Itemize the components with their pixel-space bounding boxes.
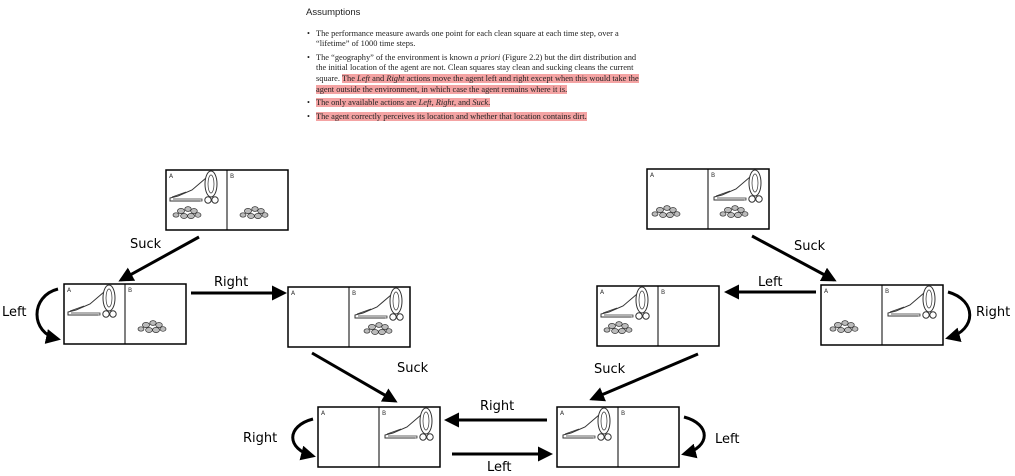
state-box-1-label-b: B — [230, 173, 234, 180]
assumption-actions-text-2: , — [431, 98, 436, 108]
label-left-7-to-6: Left — [758, 275, 782, 290]
label-right-2-to-3: Right — [214, 275, 248, 290]
assumption-actions-text-3: , and — [453, 98, 473, 108]
state-box-7-label-a: A — [824, 288, 829, 295]
state-box-6: A B — [596, 285, 720, 347]
self-loop-left-5 — [681, 415, 706, 459]
arrow-suck-8-to-7 — [751, 234, 837, 282]
assumption-actions-text-4: . — [488, 98, 491, 108]
label-suck-6-to-5: Suck — [594, 362, 626, 377]
assumption-actions-left: Left — [418, 98, 432, 108]
label-left-4-to-5: Left — [487, 460, 511, 475]
state-box-5-label-a: A — [560, 410, 565, 417]
assumption-actions-highlight: The only available actions are Left, Rig… — [316, 98, 491, 108]
state-box-1: A B — [165, 169, 289, 231]
state-box-7: A B — [820, 284, 944, 346]
arrow-suck-3-to-4 — [311, 351, 398, 403]
label-left-self-loop-5: Left — [715, 432, 739, 447]
self-loop-right-7 — [945, 290, 972, 343]
transition-arrows — [35, 234, 972, 462]
assumption-perception-text: The agent correctly perceives its locati… — [316, 111, 587, 121]
self-loop-left-2 — [35, 287, 61, 344]
assumption-geography-text-1: The “geography” of the environment is kn… — [316, 52, 475, 62]
assumption-geography-hl-right: Right — [386, 73, 405, 83]
arrow-suck-6-to-5 — [589, 352, 699, 402]
state-box-4-label-a: A — [321, 410, 326, 417]
state-box-1-label-a: A — [169, 173, 174, 180]
arrow-suck-1-to-2 — [118, 235, 200, 282]
label-left-self-loop-2: Left — [2, 305, 26, 320]
state-box-6-label-a: A — [600, 289, 605, 296]
assumption-geography-hl-2: and — [370, 73, 387, 83]
assumptions-panel: Assumptions The performance measure awar… — [306, 7, 646, 125]
state-box-5: A B — [556, 406, 680, 468]
label-suck-1-to-2: Suck — [130, 237, 162, 252]
state-box-4-label-b: B — [382, 410, 386, 417]
self-loop-right-4 — [291, 417, 316, 461]
assumptions-heading: Assumptions — [306, 7, 361, 18]
state-box-3-label-b: B — [352, 290, 356, 297]
state-box-4: A B — [317, 406, 441, 468]
assumption-actions-text-1: The only available actions are — [316, 98, 419, 108]
state-box-2: A B — [63, 283, 187, 345]
assumption-actions-right: Right — [435, 98, 454, 108]
state-box-8-label-b: B — [711, 172, 715, 179]
assumption-geography: The “geography” of the environment is kn… — [306, 53, 646, 95]
assumption-performance: The performance measure awards one point… — [306, 29, 646, 50]
label-right-self-loop-7: Right — [976, 305, 1010, 320]
state-box-3: A B — [287, 286, 411, 348]
assumption-performance-text: The performance measure awards one point… — [316, 28, 619, 49]
state-box-2-label-b: B — [128, 287, 132, 294]
state-box-8: A B — [646, 168, 770, 230]
label-right-5-to-4: Right — [480, 399, 514, 414]
state-box-3-label-a: A — [291, 290, 296, 297]
assumption-geography-highlight: The Left and Right actions move the agen… — [316, 73, 639, 94]
state-box-8-label-a: A — [650, 172, 655, 179]
state-box-7-label-b: B — [885, 288, 889, 295]
assumption-actions: The only available actions are Left, Rig… — [306, 98, 646, 109]
assumption-perception-highlight: The agent correctly perceives its locati… — [316, 111, 587, 121]
assumption-geography-italic: a priori — [474, 52, 501, 62]
state-box-2-label-a: A — [67, 287, 72, 294]
label-suck-8-to-7: Suck — [794, 239, 826, 254]
assumption-geography-hl-left: Left — [357, 73, 371, 83]
assumption-geography-hl-1: The — [341, 73, 358, 83]
assumption-actions-suck: Suck — [472, 98, 489, 108]
label-suck-3-to-4: Suck — [397, 361, 429, 376]
assumption-geography-text-2: (Figure 2.2) but the dirt distribution a… — [316, 52, 637, 83]
state-box-5-label-b: B — [621, 410, 625, 417]
label-right-self-loop-4: Right — [243, 431, 277, 446]
assumption-geography-hl-3: actions move the agent left and right ex… — [316, 73, 639, 94]
state-box-6-label-b: B — [661, 289, 665, 296]
assumptions-list: The performance measure awards one point… — [306, 29, 646, 123]
assumption-perception: The agent correctly perceives its locati… — [306, 111, 646, 123]
